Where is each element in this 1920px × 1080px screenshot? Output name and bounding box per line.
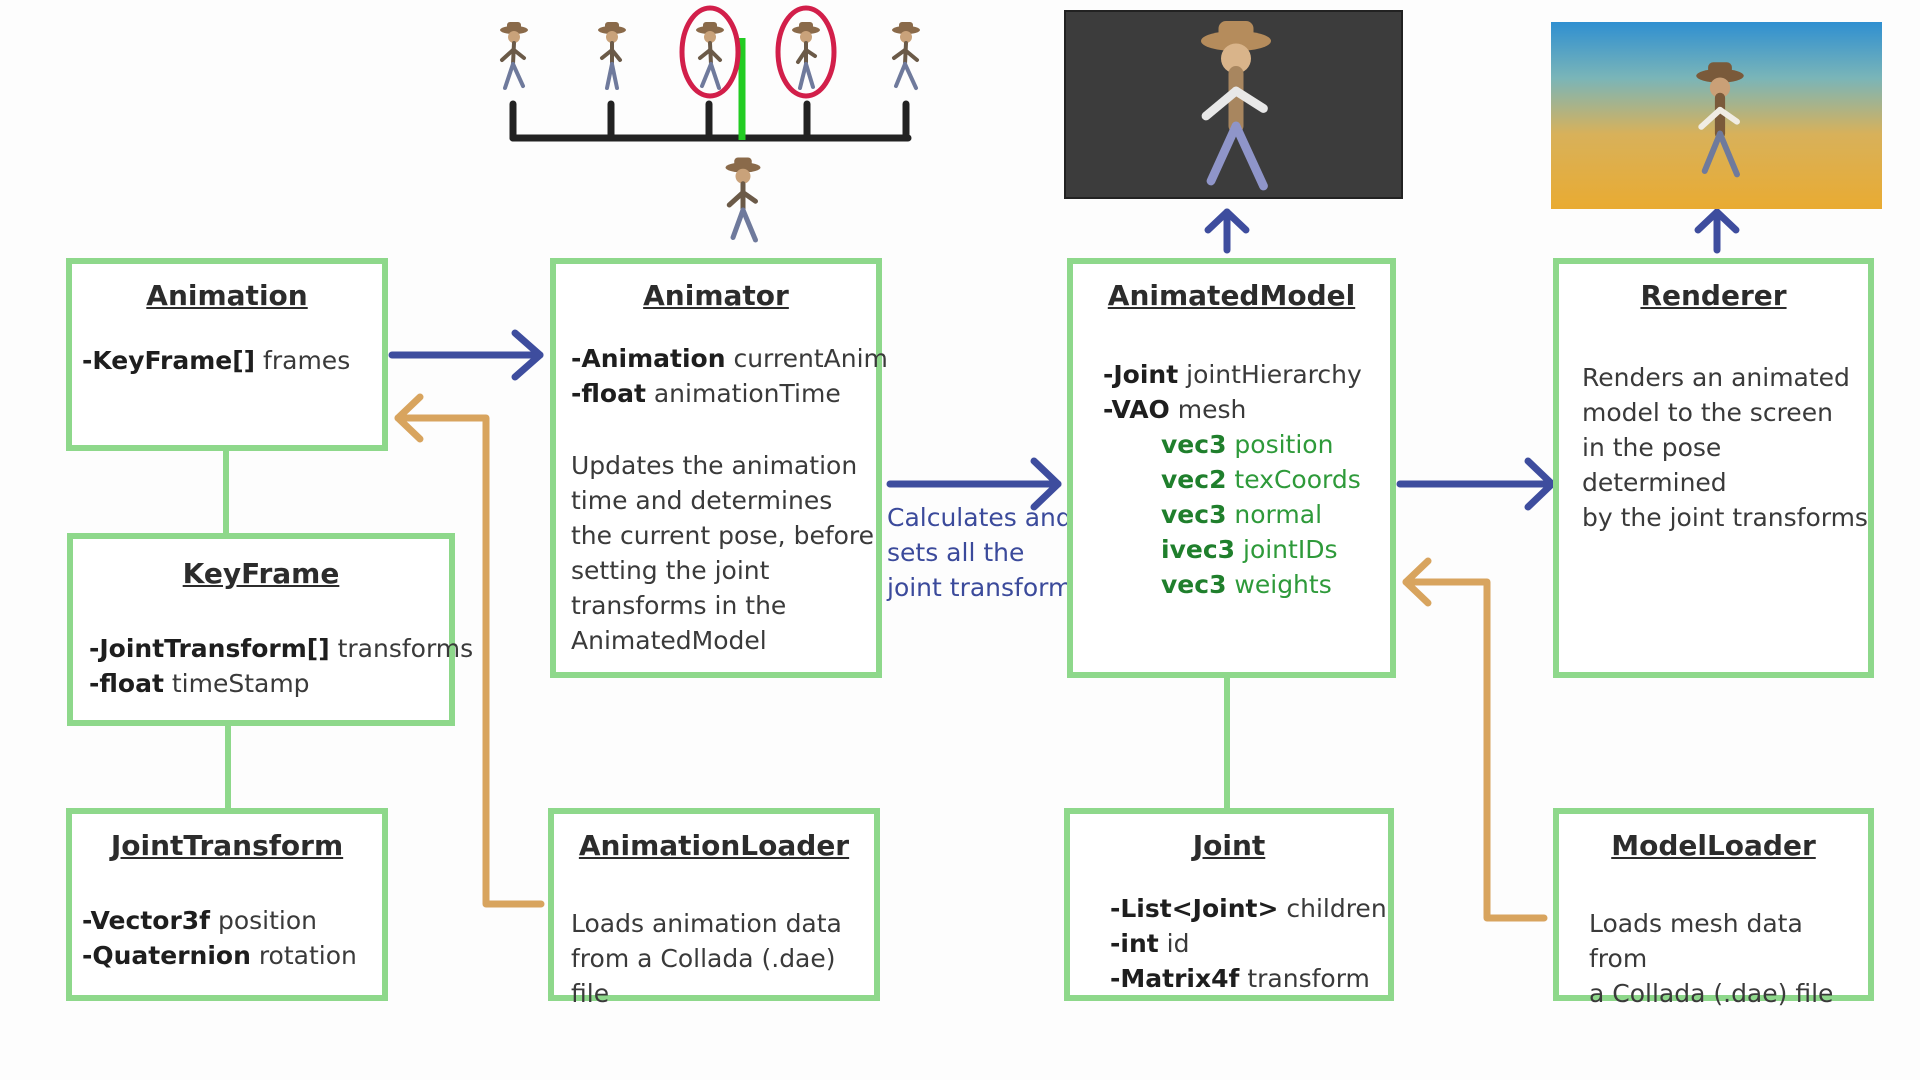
animator-title: Animator	[643, 279, 789, 312]
renderer-description: Renders an animated model to the screen …	[1582, 363, 1868, 532]
cowboy-figure-icon	[696, 22, 724, 90]
renderer-title: Renderer	[1640, 279, 1787, 312]
up-arrow-icon	[1204, 208, 1250, 254]
cowboy-figure-icon	[500, 22, 528, 90]
animator-field-animationtime: -float animationTime	[571, 379, 841, 408]
renderer-output-preview	[1551, 22, 1882, 209]
joint-field-children: -List<Joint> children	[1110, 894, 1387, 923]
mesh-attribute-normal: vec3 normal	[1161, 500, 1323, 529]
cowboy-figure-icon	[892, 22, 920, 90]
arrow-animator-to-animatedmodel	[886, 457, 1062, 511]
keyframe-field-transforms: -JointTransform[] transforms	[89, 634, 474, 663]
jointtransform-class-box: JointTransform -Vector3f position -Quate…	[66, 808, 388, 1001]
animatedmodel-class-box: AnimatedModel -Joint jointHierarchy -VAO…	[1067, 258, 1396, 678]
mesh-attribute-texcoords: vec2 texCoords	[1161, 465, 1361, 494]
joint-class-box: Joint -List<Joint> children -int id -Mat…	[1064, 808, 1394, 1001]
joint-field-id: -int id	[1110, 929, 1190, 958]
animatedmodel-field-mesh: -VAO mesh	[1103, 395, 1247, 424]
modelloader-class-box: ModelLoader Loads mesh data from a Colla…	[1553, 808, 1874, 1008]
animationloader-class-box: AnimationLoader Loads animation data fro…	[548, 808, 880, 1008]
cowboy-figure-icon	[792, 22, 820, 90]
animationloader-description: Loads animation data from a Collada (.da…	[571, 909, 842, 1008]
keyframe-field-timestamp: -float timeStamp	[89, 669, 310, 698]
mesh-attribute-position: vec3 position	[1161, 430, 1334, 459]
animator-description: Updates the animation time and determine…	[571, 451, 875, 655]
joint-field-transform: -Matrix4f transform	[1110, 964, 1370, 993]
arrow-modelloader-to-animatedmodel	[1402, 557, 1548, 922]
animation-title: Animation	[146, 279, 308, 312]
mesh-attribute-weights: vec3 weights	[1161, 570, 1332, 599]
arrow-animation-to-animator	[388, 329, 544, 381]
animatedmodel-title: AnimatedModel	[1107, 279, 1356, 312]
up-arrow-icon	[1694, 208, 1740, 254]
cowboy-figure-icon	[1696, 62, 1744, 178]
animation-class-box: Animation -KeyFrame[] frames	[66, 258, 388, 451]
keyframe-title: KeyFrame	[182, 557, 340, 590]
animatedmodel-field-jointhierarchy: -Joint jointHierarchy	[1103, 360, 1362, 389]
cowboy-figure-icon	[598, 22, 626, 90]
arrow-animationloader-to-animation	[394, 393, 545, 908]
animationloader-title: AnimationLoader	[578, 829, 850, 862]
keyframe-class-box: KeyFrame -JointTransform[] transforms -f…	[67, 533, 473, 726]
animated-model-preview	[1064, 10, 1403, 199]
animator-class-box: Animator -Animation currentAnim -float a…	[550, 258, 888, 678]
cowboy-figure-icon	[1201, 21, 1271, 191]
keyframe-highlight-circle	[775, 5, 837, 99]
jointtransform-field-position: -Vector3f position	[82, 906, 318, 935]
modelloader-description: Loads mesh data from a Collada (.dae) fi…	[1589, 909, 1834, 1008]
joint-title: Joint	[1192, 829, 1266, 862]
renderer-class-box: Renderer Renders an animated model to th…	[1553, 258, 1874, 678]
calculates-joint-transforms-label: Calculates and sets all the joint transf…	[887, 503, 1086, 602]
keyframe-timeline	[509, 100, 912, 142]
cowboy-figure-icon	[725, 157, 761, 243]
jointtransform-field-rotation: -Quaternion rotation	[82, 941, 357, 970]
arrow-animatedmodel-to-renderer	[1396, 457, 1556, 511]
modelloader-title: ModelLoader	[1611, 829, 1816, 862]
animation-field-frames: -KeyFrame[] frames	[82, 346, 351, 375]
keyframe-highlight-circle	[679, 5, 741, 99]
jointtransform-title: JointTransform	[110, 829, 344, 862]
mesh-attribute-jointids: ivec3 jointIDs	[1161, 535, 1338, 564]
animator-field-currentanim: -Animation currentAnim	[571, 344, 888, 373]
